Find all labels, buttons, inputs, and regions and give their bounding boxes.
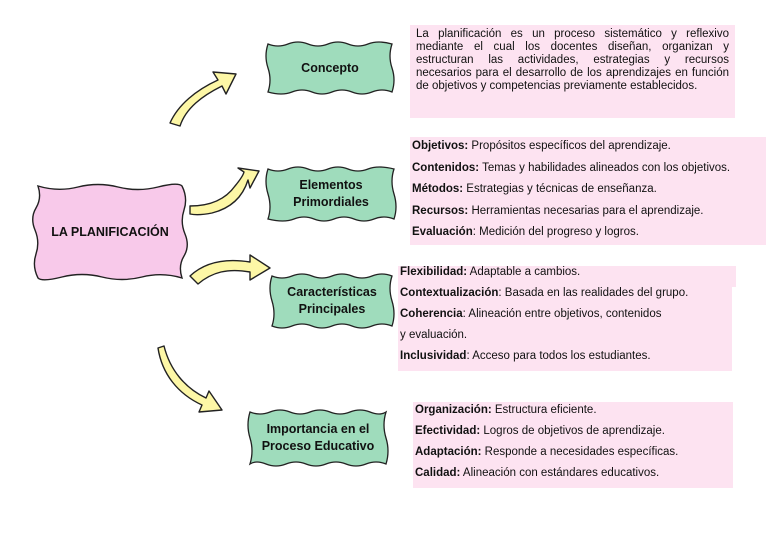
node-elementos-shape (265, 166, 397, 222)
node-caracteristicas: Características Principales (269, 273, 395, 329)
central-node-shape (32, 183, 188, 281)
caracteristicas-list: Flexibilidad: Adaptable a cambios. Conte… (398, 263, 736, 371)
node-elementos-title-line2: Primordiales (293, 195, 369, 209)
concepto-text: La planificación es un proceso sistemáti… (416, 28, 729, 92)
node-elementos: Elementos Primordiales (265, 166, 397, 222)
node-caracteristicas-title-line1: Características (287, 285, 377, 299)
node-caracteristicas-shape (269, 273, 395, 329)
central-node: LA PLANIFICACIÓN (30, 183, 190, 281)
list-item: Coherencia: Alineación entre objetivos, … (398, 308, 732, 329)
central-node-title: LA PLANIFICACIÓN (51, 224, 169, 239)
node-concepto-title: Concepto (301, 60, 359, 75)
list-item: Efectividad: Logros de objetivos de apre… (415, 425, 665, 437)
node-importancia-title-line1: Importancia en el (266, 422, 370, 436)
arrow-to-importancia-icon (157, 345, 223, 413)
list-item: Flexibilidad: Adaptable a cambios. (398, 266, 736, 287)
node-caracteristicas-title-line2: Principales (298, 302, 366, 316)
list-item: Adaptación: Responde a necesidades espec… (415, 446, 679, 458)
node-importancia: Importancia en el Proceso Educativo (247, 409, 389, 467)
list-item: Métodos: Estrategias y técnicas de enseñ… (412, 183, 657, 195)
arrow-to-caracteristicas-icon (189, 254, 271, 285)
elementos-list: Objetivos: Propósitos específicos del ap… (410, 137, 766, 245)
list-item: Contextualización: Basada en las realida… (398, 287, 732, 308)
list-item: Recursos: Herramientas necesarias para e… (412, 204, 704, 217)
concepto-text-box: La planificación es un proceso sistemáti… (410, 25, 735, 118)
list-item: y evaluación. (398, 329, 732, 350)
list-item: Calidad: Alineación con estándares educa… (415, 467, 660, 479)
node-elementos-title-line1: Elementos (299, 178, 363, 192)
arrow-to-elementos-icon (189, 167, 260, 216)
node-concepto-shape (265, 41, 395, 95)
list-item: Objetivos: Propósitos específicos del ap… (412, 140, 671, 152)
node-concepto: Concepto (265, 41, 395, 95)
list-item: Organización: Estructura eficiente. (415, 404, 597, 416)
importancia-list: Organización: Estructura eficiente. Efec… (413, 402, 733, 488)
list-item: Evaluación: Medición del progreso y logr… (412, 226, 639, 238)
list-item: Inclusividad: Acceso para todos los estu… (398, 350, 732, 371)
arrow-to-concepto-icon (169, 71, 237, 127)
list-item: Contenidos: Temas y habilidades alineado… (412, 161, 731, 174)
node-importancia-title-line2: Proceso Educativo (261, 439, 375, 453)
node-importancia-shape (247, 409, 389, 467)
